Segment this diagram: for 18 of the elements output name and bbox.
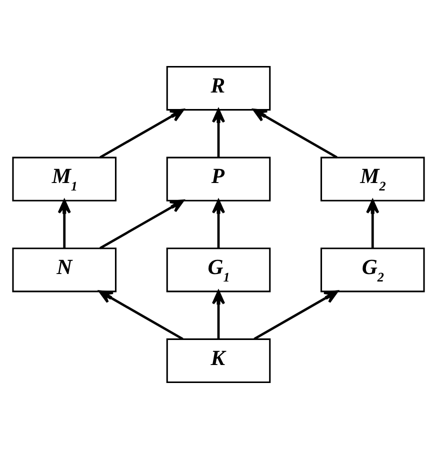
arrow (212, 200, 226, 248)
arrow (98, 290, 184, 340)
arrow (252, 108, 338, 158)
node-box: M$_{2}$ (320, 156, 425, 202)
arrow (100, 200, 184, 250)
node-box: R (166, 66, 271, 111)
arrow (212, 290, 226, 340)
node-box: G$_{2}$ (320, 248, 425, 292)
node-box: G$_{1}$ (166, 248, 271, 292)
arrow (212, 108, 226, 158)
node-box: K (166, 338, 271, 383)
arrow (254, 290, 338, 340)
arrow (100, 108, 184, 158)
node-box: N (12, 248, 117, 292)
node-box: P (166, 156, 271, 202)
node-box: M$_{1}$ (12, 156, 117, 202)
arrow (58, 200, 71, 248)
arrow (366, 200, 380, 248)
